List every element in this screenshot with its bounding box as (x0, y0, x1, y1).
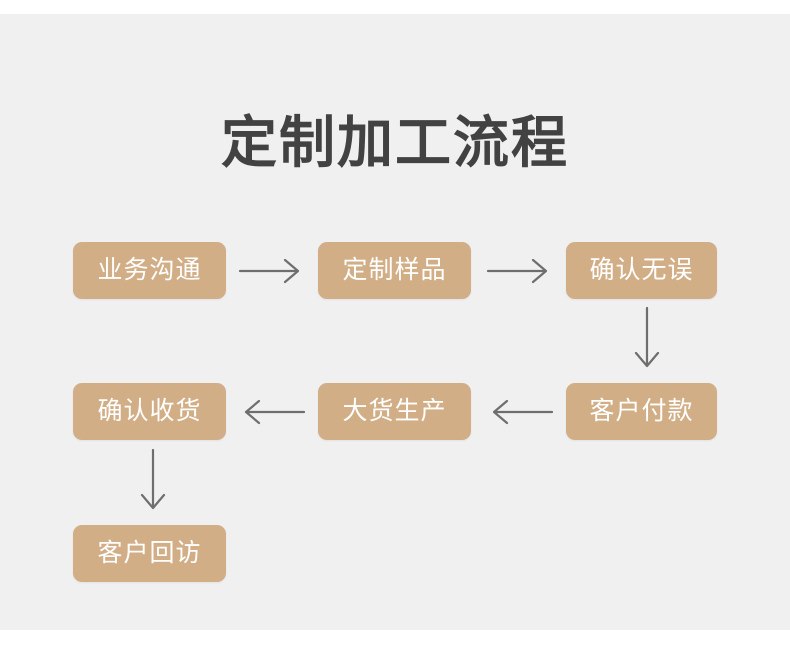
flowchart-panel: 定制加工流程 业务沟通 定制样品 确认无误 确认收货 大货生产 (0, 14, 790, 630)
arrow-down-icon (630, 306, 664, 374)
flow-node-customer-payment[interactable]: 客户付款 (566, 383, 717, 440)
flow-node-confirm-correct[interactable]: 确认无误 (566, 242, 717, 299)
page-title: 定制加工流程 (221, 111, 569, 174)
flow-node-bulk-production[interactable]: 大货生产 (318, 383, 471, 440)
flow-node-customer-followup[interactable]: 客户回访 (73, 525, 226, 582)
arrow-right-icon (486, 254, 554, 288)
arrow-left-icon (486, 395, 554, 429)
flow-node-custom-sample[interactable]: 定制样品 (318, 242, 471, 299)
flow-node-business-communication[interactable]: 业务沟通 (73, 242, 226, 299)
arrow-down-icon (136, 448, 170, 516)
flow-node-confirm-receipt[interactable]: 确认收货 (73, 383, 226, 440)
arrow-left-icon (238, 395, 306, 429)
arrow-right-icon (238, 254, 306, 288)
